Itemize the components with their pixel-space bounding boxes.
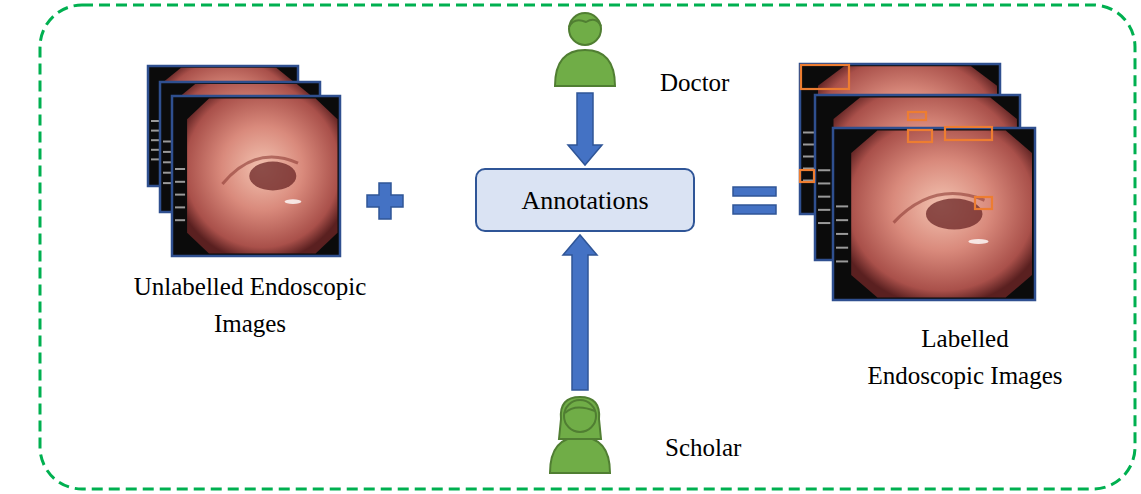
overlay-marks [836,219,848,221]
equals-bar [733,187,776,196]
overlay-marks [836,260,848,262]
mucosa-fold [894,194,985,223]
lumen [249,162,296,191]
role-label: Doctor [660,64,729,101]
overlay-marks [175,181,185,183]
annotation-box [801,65,849,89]
overlay-marks [175,194,185,196]
process-box: Annotations [475,168,695,232]
annotation-box [908,112,926,120]
highlight [968,239,988,244]
person-hair [559,397,601,439]
image-stack: Labelled Endoscopic Images [835,62,1095,394]
role-label: Scholar [665,429,741,466]
box-label: Annotations [521,182,648,219]
equals-bar [733,205,776,214]
person-hair [565,407,595,413]
overlay-marks [836,205,848,207]
person-icon: Scholar [545,395,615,475]
dashed-frame [40,5,1135,489]
overlay-marks [151,130,160,132]
person-head [569,13,601,45]
endoscopic-view [187,98,337,253]
image-stack: Unlabelled Endoscopic Images [120,60,380,342]
block-arrow [568,93,602,165]
endoscopic-images [140,60,350,260]
overlay-marks [175,206,185,208]
annotation-box [800,170,814,182]
overlay-marks [818,169,830,171]
block-arrow [563,235,597,390]
overlay-marks [818,196,830,198]
overlay-marks [836,247,848,249]
person-figure [550,8,620,88]
overlay-marks [803,132,815,134]
overlay-marks [836,233,848,235]
person-body [550,437,610,473]
overlay-marks [818,209,830,211]
overlay-marks [818,222,830,224]
overlay-marks [803,144,815,146]
mucosa-fold [222,157,298,184]
person-icon: Doctor [550,8,620,88]
person-figure [545,395,615,475]
highlight [285,199,302,204]
annotation-box [975,197,992,209]
overlay-marks [151,139,160,141]
annotation-box [908,130,932,142]
image-frame [172,96,340,256]
image-caption: Unlabelled Endoscopic Images [120,268,380,342]
overlay-marks [175,219,185,221]
endoscopic-view [851,131,1032,298]
overlay-marks [151,120,160,122]
overlay-marks [803,156,815,158]
overlay-marks [818,182,830,184]
plus-symbol [367,183,403,219]
person-body [555,50,615,86]
annotation-box [945,127,992,140]
person-hair [569,20,601,27]
overlay-marks [175,168,185,170]
person-head [564,400,596,432]
overlay-marks [151,158,160,160]
overlay-marks [151,149,160,151]
image-caption: Labelled Endoscopic Images [864,320,1067,394]
endoscopic-images [795,62,1040,302]
image-frame [833,128,1035,300]
